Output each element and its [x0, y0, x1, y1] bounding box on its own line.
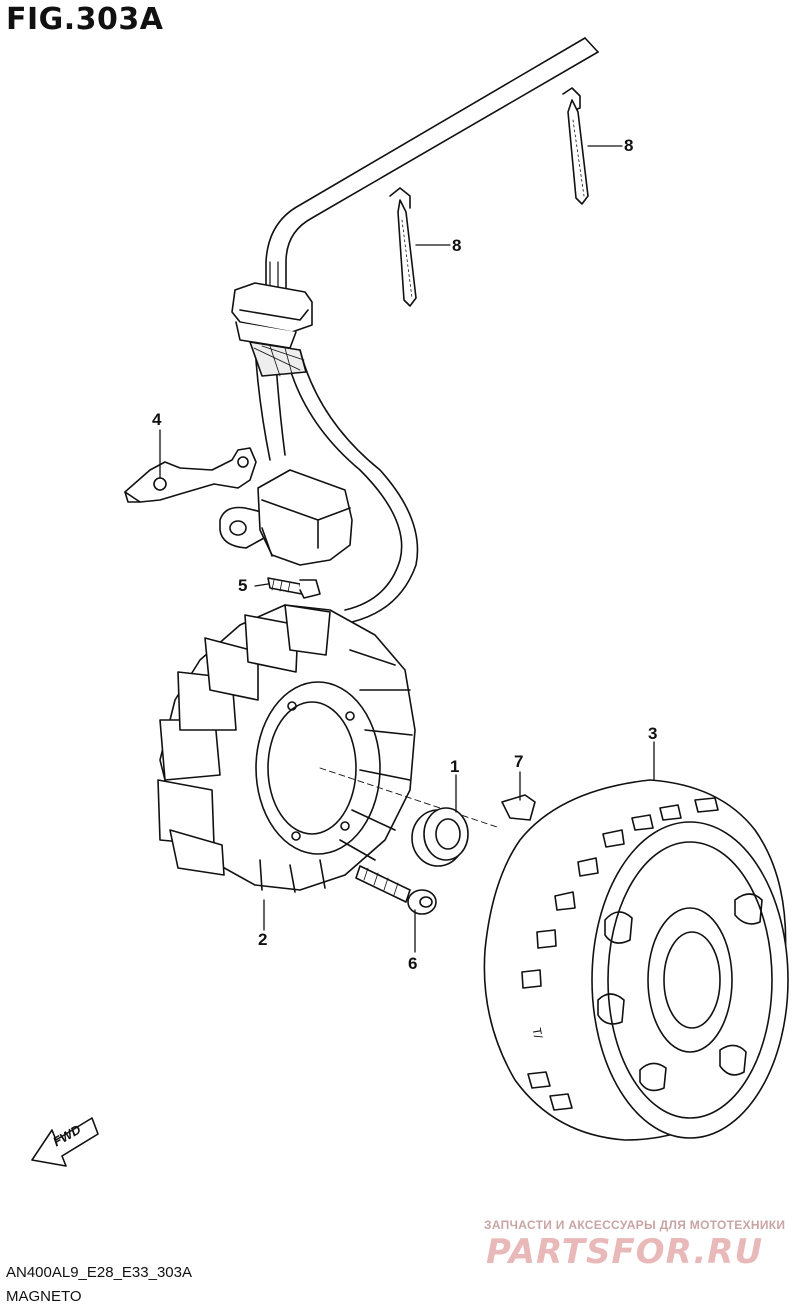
- callout-3: 3: [648, 724, 658, 743]
- figure-code: AN400AL9_E28_E33_303A: [6, 1264, 192, 1281]
- cable-tie-lower: [389, 187, 417, 307]
- lead-wires: [249, 341, 419, 623]
- woodruff-key: [501, 794, 536, 821]
- wire-connector: [231, 282, 313, 349]
- figure-name: MAGNETO: [6, 1288, 82, 1305]
- watermark-logo: PARTSFOR.RU: [486, 1232, 764, 1272]
- stator: [157, 604, 416, 893]
- fwd-arrow-icon: [31, 1117, 99, 1167]
- wire-harness: [265, 37, 599, 301]
- callout-2: 2: [258, 930, 268, 949]
- watermark-tagline: ЗАПЧАСТИ И АКСЕССУАРЫ ДЛЯ МОТОТЕХНИКИ: [484, 1218, 786, 1232]
- bolt-short: [267, 577, 321, 599]
- flywheel-rotor: [483, 779, 789, 1141]
- bolt-long: [355, 865, 437, 915]
- rotor-timing-mark: T/: [529, 1026, 546, 1040]
- callout-6: 6: [408, 954, 418, 973]
- cable-tie-upper: [562, 87, 589, 205]
- axis-line: [319, 767, 501, 829]
- callout-5: 5: [238, 576, 248, 595]
- pickup-coil: [219, 469, 353, 566]
- figure-title: FIG.303A: [6, 2, 164, 37]
- callout-8-upper: 8: [624, 136, 634, 155]
- callout-1: 1: [450, 757, 460, 776]
- callout-leaders: [159, 145, 655, 953]
- callout-4: 4: [152, 410, 162, 429]
- callout-7: 7: [514, 752, 524, 771]
- bracket: [124, 447, 257, 503]
- callout-8-lower: 8: [452, 236, 462, 255]
- nut: [411, 807, 469, 867]
